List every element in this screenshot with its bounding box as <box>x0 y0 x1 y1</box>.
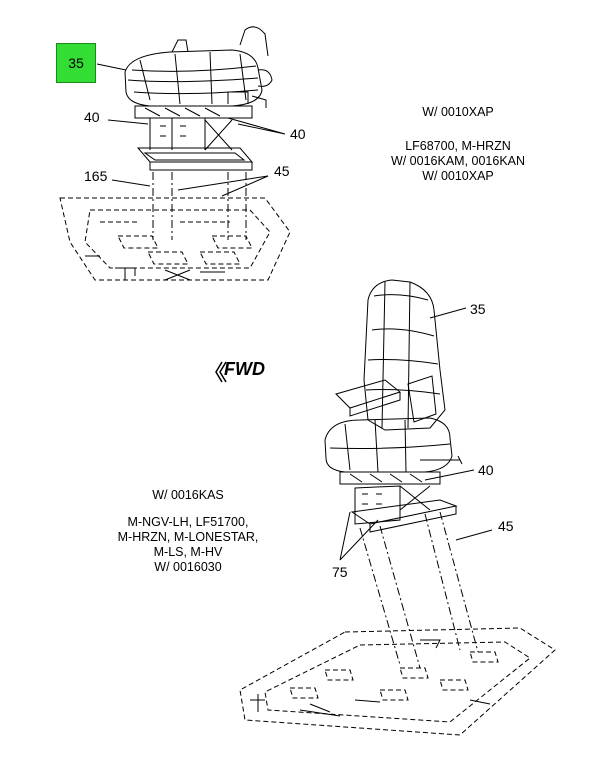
highlighted-callout[interactable]: 35 <box>56 43 96 83</box>
top-floor-details <box>85 255 225 281</box>
top-floor-plate <box>59 197 291 281</box>
bottom-floor-plate <box>239 627 556 736</box>
top-seat-riser <box>136 117 254 171</box>
fwd-label: FWD <box>224 359 265 379</box>
bottom-seat-back <box>335 279 446 431</box>
callout-40-top-left[interactable]: 40 <box>84 109 100 125</box>
callout-label: 35 <box>68 55 84 71</box>
callout-165[interactable]: 165 <box>84 168 108 184</box>
bottom-seat-base <box>350 485 458 533</box>
bottom-projection-lines <box>359 511 479 669</box>
note-line: LF68700, M-HRZN <box>405 139 511 153</box>
fwd-arrow-icon <box>215 361 227 383</box>
bottom-seat-cushion <box>324 417 463 485</box>
note-line: M-NGV-LH, LF51700, <box>127 515 249 529</box>
bottom-floor-details <box>250 639 491 717</box>
top-seat-cushion <box>124 26 273 107</box>
note-bottom-left-2: M-NGV-LH, LF51700, M-HRZN, M-LONESTAR, M… <box>108 515 268 575</box>
bottom-leader-lines <box>339 307 493 561</box>
callout-40-top-right[interactable]: 40 <box>290 126 306 142</box>
callout-45-top[interactable]: 45 <box>274 163 290 179</box>
callout-35-bottom[interactable]: 35 <box>470 301 486 317</box>
note-top-right-1: W/ 0010XAP <box>422 105 494 119</box>
note-bottom-left-1: W/ 0016KAS <box>152 488 224 502</box>
top-leader-lines <box>96 63 286 197</box>
top-seat-mechanism <box>134 91 267 119</box>
top-projection-lines <box>152 172 247 240</box>
callout-75[interactable]: 75 <box>332 564 348 580</box>
note-top-right-2: LF68700, M-HRZN W/ 0016KAM, 0016KAN W/ 0… <box>378 139 538 184</box>
callout-45-bottom[interactable]: 45 <box>498 518 514 534</box>
note-line: W/ 0016KAM, 0016KAN <box>390 154 526 168</box>
note-line: W/ 0010XAP <box>422 169 494 183</box>
callout-40-bottom[interactable]: 40 <box>478 462 494 478</box>
note-line: W/ 0016030 <box>154 560 222 574</box>
note-line: M-LS, M-HV <box>153 545 223 559</box>
note-line: M-HRZN, M-LONESTAR, <box>117 530 259 544</box>
